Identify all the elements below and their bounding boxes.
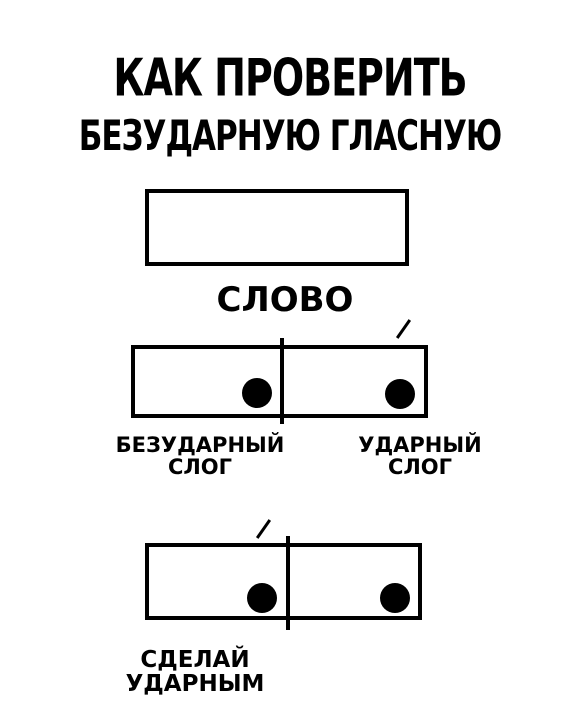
- vowel-dot-stressed: [385, 379, 415, 409]
- unstressed-label-line2: СЛОГ: [167, 455, 233, 480]
- word-label: СЛОВО: [216, 280, 354, 320]
- stressed-syllable-label: УДАРНЫЙ СЛОГ: [350, 434, 490, 478]
- syllable-divider-1: [280, 338, 284, 424]
- syllable-divider-2: [286, 536, 290, 630]
- unstressed-label-line1: БЕЗУДАРНЫЙ: [115, 433, 285, 457]
- word-box: [145, 189, 409, 266]
- stressed-label-line2: СЛОГ: [387, 455, 453, 480]
- unstressed-syllable-label: БЕЗУДАРНЫЙ СЛОГ: [100, 434, 300, 478]
- make-stressed-line1: СДЕЛАЙ: [140, 647, 250, 673]
- make-stressed-label: СДЕЛАЙ УДАРНЫМ: [110, 648, 280, 696]
- title-line-1: КАК ПРОВЕРИТЬ: [113, 48, 467, 108]
- stressed-label-line1: УДАРНЫЙ: [358, 433, 482, 457]
- stress-mark-2: [255, 519, 272, 539]
- vowel-dot-first: [247, 583, 277, 613]
- vowel-dot-second: [380, 583, 410, 613]
- stress-mark-1: [395, 319, 412, 339]
- vowel-dot-unstressed: [242, 378, 272, 408]
- make-stressed-line2: УДАРНЫМ: [125, 671, 265, 698]
- syllable-box-1: [131, 345, 428, 418]
- title-line-2: БЕЗУДАРНУЮ ГЛАСНУЮ: [78, 112, 503, 161]
- syllable-box-2: [145, 543, 422, 620]
